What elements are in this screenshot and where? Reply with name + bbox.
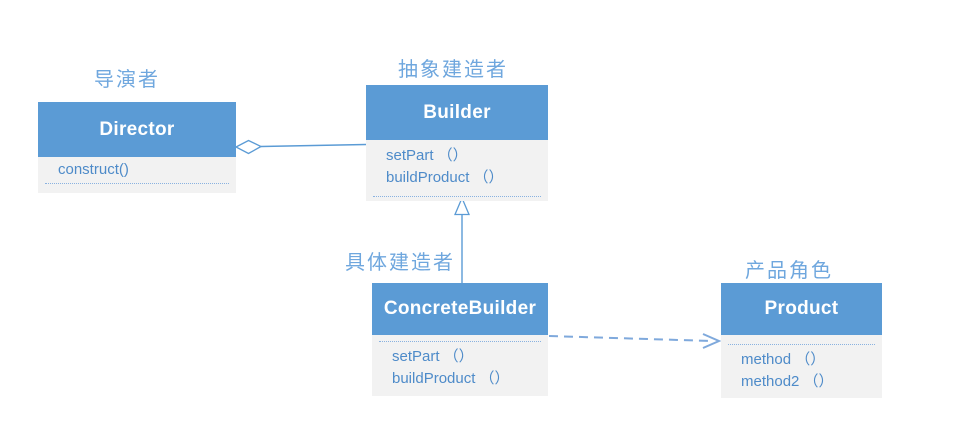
- label-abstract-builder-role: 抽象建造者: [398, 59, 508, 81]
- class-body-builder: setPart （） buildProduct （）: [366, 140, 548, 201]
- class-box-builder[interactable]: Builder setPart （） buildProduct （）: [366, 85, 548, 201]
- member-buildproduct: buildProduct （）: [392, 370, 510, 387]
- class-box-product[interactable]: Product method （） method2 （）: [721, 283, 882, 398]
- member-separator: [45, 183, 229, 184]
- class-box-concrete-builder[interactable]: ConcreteBuilder setPart （） buildProduct …: [372, 283, 548, 396]
- aggregation-diamond-icon: [234, 139, 263, 155]
- dependency-arrowhead-icon: [702, 333, 722, 349]
- member-separator: [728, 344, 875, 345]
- member-setpart: setPart （）: [392, 348, 474, 365]
- class-name-builder: Builder: [366, 85, 548, 140]
- member-setpart: setPart （）: [386, 147, 468, 164]
- dependency-connector: [548, 333, 722, 349]
- class-body-concrete-builder: setPart （） buildProduct （）: [372, 335, 548, 396]
- label-product-role: 产品角色: [745, 260, 833, 282]
- inheritance-connector: [454, 196, 470, 284]
- class-name-concrete-builder: ConcreteBuilder: [372, 283, 548, 335]
- label-director-role: 导演者: [94, 69, 160, 91]
- class-name-director: Director: [38, 102, 236, 157]
- member-separator: [373, 196, 541, 197]
- member-separator: [379, 341, 541, 342]
- label-concrete-builder-role: 具体建造者: [345, 252, 455, 274]
- class-box-director[interactable]: Director construct(): [38, 102, 236, 193]
- member-buildproduct: buildProduct （）: [386, 169, 504, 186]
- member-construct: construct(): [58, 161, 129, 178]
- member-method: method （）: [741, 351, 826, 368]
- member-method2: method2 （）: [741, 373, 834, 390]
- class-body-product: method （） method2 （）: [721, 335, 882, 398]
- aggregation-connector: [234, 139, 367, 155]
- class-name-product: Product: [721, 283, 882, 335]
- class-body-director: construct(): [38, 157, 236, 193]
